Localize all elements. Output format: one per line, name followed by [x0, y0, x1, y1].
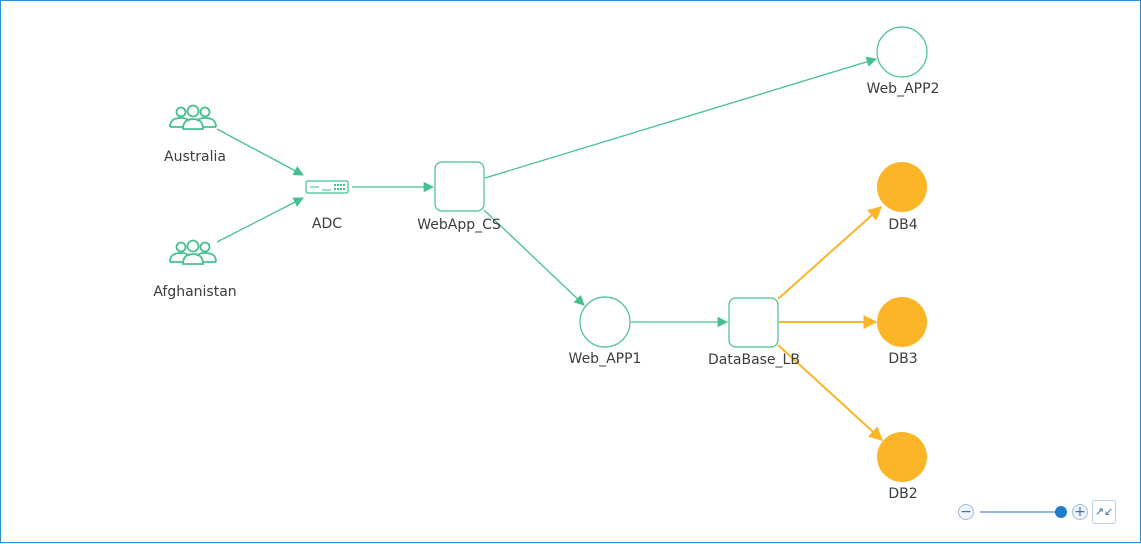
node-db4[interactable]: DB4 — [877, 162, 927, 233]
node-db2[interactable]: DB2 — [877, 432, 927, 502]
zoom-out-button[interactable]: − — [958, 504, 974, 520]
edge-layer — [216, 56, 884, 441]
edge-webapp-cs-web-app2[interactable] — [484, 56, 877, 179]
node-shape — [877, 297, 927, 347]
node-afghanistan[interactable]: Afghanistan — [153, 239, 237, 301]
node-shape — [876, 26, 928, 78]
node-shape — [877, 162, 927, 212]
node-database-lb[interactable]: DataBase_LB — [708, 297, 800, 368]
node-label: DataBase_LB — [708, 352, 800, 368]
appliance-icon — [305, 180, 349, 194]
node-label: DB4 — [888, 217, 917, 233]
zoom-in-button[interactable]: + — [1072, 504, 1088, 520]
node-webapp-cs[interactable]: WebApp_CS — [417, 161, 501, 233]
zoom-slider-fill — [980, 511, 1061, 513]
node-label: Afghanistan — [153, 284, 236, 300]
node-australia[interactable]: Australia — [164, 104, 226, 166]
node-shape — [877, 432, 927, 482]
zoom-slider-track[interactable] — [980, 506, 1067, 518]
node-web-app1[interactable]: Web_APP1 — [569, 296, 642, 367]
node-label: WebApp_CS — [417, 217, 501, 233]
fit-to-screen-button[interactable]: ↗↙ — [1092, 500, 1116, 524]
node-shape — [579, 296, 631, 348]
edge-database-lb-db2[interactable] — [777, 344, 884, 441]
node-web-app2[interactable]: Web_APP2 — [867, 26, 940, 97]
node-label: DB2 — [888, 486, 917, 502]
collapse-arrows-icon: ↗↙ — [1094, 505, 1114, 518]
node-shape — [728, 297, 779, 348]
node-label: Web_APP2 — [867, 81, 940, 97]
zoom-slider-thumb[interactable] — [1054, 506, 1067, 518]
users-icon — [169, 104, 217, 130]
node-shape — [434, 161, 485, 212]
users-icon — [169, 239, 217, 265]
node-label: Web_APP1 — [569, 351, 642, 367]
node-db3[interactable]: DB3 — [877, 297, 927, 367]
edge-webapp-cs-web-app1[interactable] — [483, 209, 585, 306]
zoom-control: − + ↗↙ — [955, 500, 1117, 526]
edge-afghanistan-adc[interactable] — [216, 197, 304, 243]
edge-database-lb-db4[interactable] — [777, 206, 883, 300]
node-adc[interactable]: ADC — [305, 180, 349, 232]
node-label: Australia — [164, 149, 226, 165]
node-label: DB3 — [888, 351, 917, 367]
edge-australia-adc[interactable] — [216, 128, 304, 176]
node-label: ADC — [312, 216, 342, 232]
